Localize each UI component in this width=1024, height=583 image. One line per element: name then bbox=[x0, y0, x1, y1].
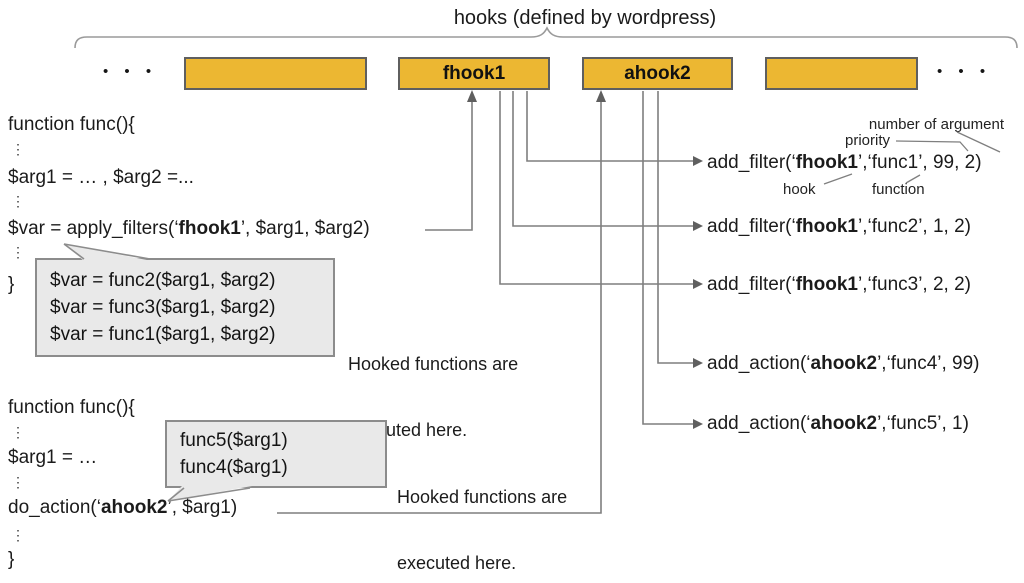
callout-line: func4($arg1) bbox=[180, 457, 288, 478]
ellipsis-dots-right: • • • bbox=[937, 63, 992, 80]
registration-add-filter-func2: add_filter(‘fhook1’,‘func2’, 1, 2) bbox=[707, 214, 971, 240]
line-num-args-to-2 bbox=[956, 131, 1001, 153]
arrow-fhook1-to-func2 bbox=[512, 91, 695, 227]
registration-suffix: ’,‘func4’, 99) bbox=[877, 353, 980, 374]
registration-add-action-func5: add_action(‘ahook2’,‘func5’, 1) bbox=[707, 411, 969, 437]
registration-prefix: add_action(‘ bbox=[707, 353, 811, 374]
registration-hook-name: fhook1 bbox=[795, 274, 858, 295]
arrowhead-right-func4 bbox=[693, 358, 703, 368]
hook-box-empty-2 bbox=[765, 57, 918, 90]
callout-line: $var = func1($arg1, $arg2) bbox=[50, 324, 276, 345]
hook-box-empty-1 bbox=[184, 57, 367, 90]
hook-box-fhook1: fhook1 bbox=[398, 57, 550, 90]
ellipsis-dots-left: • • • bbox=[103, 63, 158, 80]
code1-args-line: $arg1 = … , $arg2 =... bbox=[8, 167, 194, 188]
arrowhead-right-func3 bbox=[693, 279, 703, 289]
code2-ellipsis-3: ⋮ bbox=[11, 527, 25, 543]
note-hooked-functions-2: Hooked functions are executed here. bbox=[397, 442, 567, 583]
arrow-ahook2-to-func5 bbox=[642, 91, 695, 425]
registration-suffix: ’,‘func1’, 99, 2) bbox=[858, 152, 982, 173]
note-line: executed here. bbox=[397, 553, 517, 573]
code1-ellipsis-1: ⋮ bbox=[11, 141, 25, 157]
code1-ellipsis-2: ⋮ bbox=[11, 193, 25, 209]
registration-prefix: add_filter(‘ bbox=[707, 152, 796, 173]
registration-prefix: add_action(‘ bbox=[707, 413, 811, 434]
annotation-number-of-argument: number of argument bbox=[868, 116, 1004, 133]
callout-line: func5($arg1) bbox=[180, 430, 288, 451]
hook-box-ahook2: ahook2 bbox=[582, 57, 733, 90]
do-action-hook-name: ahook2 bbox=[100, 497, 168, 518]
callout-line: $var = func2($arg1, $arg2) bbox=[50, 270, 276, 291]
registration-suffix: ’,‘func3’, 2, 2) bbox=[858, 274, 971, 295]
annotation-function: function bbox=[872, 181, 925, 198]
arrow-apply-filters-to-fhook1 bbox=[425, 99, 473, 231]
hooks-brace bbox=[74, 26, 1018, 49]
arrowhead-right-func2 bbox=[693, 221, 703, 231]
arrow-fhook1-to-func3 bbox=[499, 91, 695, 285]
arrow-ahook2-to-func4 bbox=[657, 91, 695, 364]
annotation-hook: hook bbox=[783, 181, 816, 198]
apply-filters-prefix: $var = apply_filters(‘ bbox=[8, 218, 179, 239]
registration-add-action-func4: add_action(‘ahook2’,‘func4’, 99) bbox=[707, 351, 980, 377]
code2-do-action-line: do_action(‘ahook2’, $arg1) bbox=[8, 495, 237, 521]
note-line: Hooked functions are bbox=[348, 354, 519, 374]
code1-function-line: function func(){ bbox=[8, 114, 135, 135]
note-line: Hooked functions are bbox=[397, 487, 568, 507]
arrow-fhook1-to-func1 bbox=[526, 91, 695, 162]
code2-close-brace: } bbox=[8, 549, 15, 570]
arrowhead-right-func1 bbox=[693, 156, 703, 166]
do-action-suffix: ’, $arg1) bbox=[167, 497, 238, 518]
arrowhead-up-fhook1 bbox=[467, 90, 477, 102]
hook-box-label: fhook1 bbox=[442, 62, 506, 84]
hook-box-label: ahook2 bbox=[624, 62, 691, 84]
registration-prefix: add_filter(‘ bbox=[707, 274, 796, 295]
registration-suffix: ’,‘func2’, 1, 2) bbox=[858, 216, 971, 237]
code2-ellipsis-1: ⋮ bbox=[11, 424, 25, 440]
registration-hook-name: fhook1 bbox=[795, 152, 858, 173]
apply-filters-hook-name: fhook1 bbox=[178, 218, 241, 239]
registration-add-filter-func1: add_filter(‘fhook1’,‘func1’, 99, 2) bbox=[707, 150, 982, 176]
registration-add-filter-func3: add_filter(‘fhook1’,‘func3’, 2, 2) bbox=[707, 272, 971, 298]
registration-suffix: ’,‘func5’, 1) bbox=[877, 413, 969, 434]
callout-hooked-filters: $var = func2($arg1, $arg2) $var = func3(… bbox=[35, 258, 335, 357]
code2-args-line: $arg1 = … bbox=[8, 447, 98, 468]
code2-function-line: function func(){ bbox=[8, 397, 135, 418]
code1-ellipsis-3: ⋮ bbox=[11, 244, 25, 260]
apply-filters-suffix: ’, $arg1, $arg2) bbox=[240, 218, 370, 239]
code1-close-brace: } bbox=[8, 274, 15, 295]
callout-hooked-actions: func5($arg1) func4($arg1) bbox=[165, 420, 387, 488]
callout1-tail-outline bbox=[63, 243, 151, 260]
registration-prefix: add_filter(‘ bbox=[707, 216, 796, 237]
code1-apply-filters-line: $var = apply_filters(‘fhook1’, $arg1, $a… bbox=[8, 216, 370, 242]
registration-hook-name: ahook2 bbox=[810, 413, 878, 434]
registration-hook-name: fhook1 bbox=[795, 216, 858, 237]
annotation-priority: priority bbox=[845, 132, 891, 149]
do-action-prefix: do_action(‘ bbox=[8, 497, 101, 518]
diagram-title: hooks (defined by wordpress) bbox=[453, 7, 717, 29]
callout-line: $var = func3($arg1, $arg2) bbox=[50, 297, 276, 318]
registration-hook-name: ahook2 bbox=[810, 353, 878, 374]
arrowhead-up-ahook2 bbox=[596, 90, 606, 102]
arrowhead-right-func5 bbox=[693, 419, 703, 429]
code2-ellipsis-2: ⋮ bbox=[11, 474, 25, 490]
